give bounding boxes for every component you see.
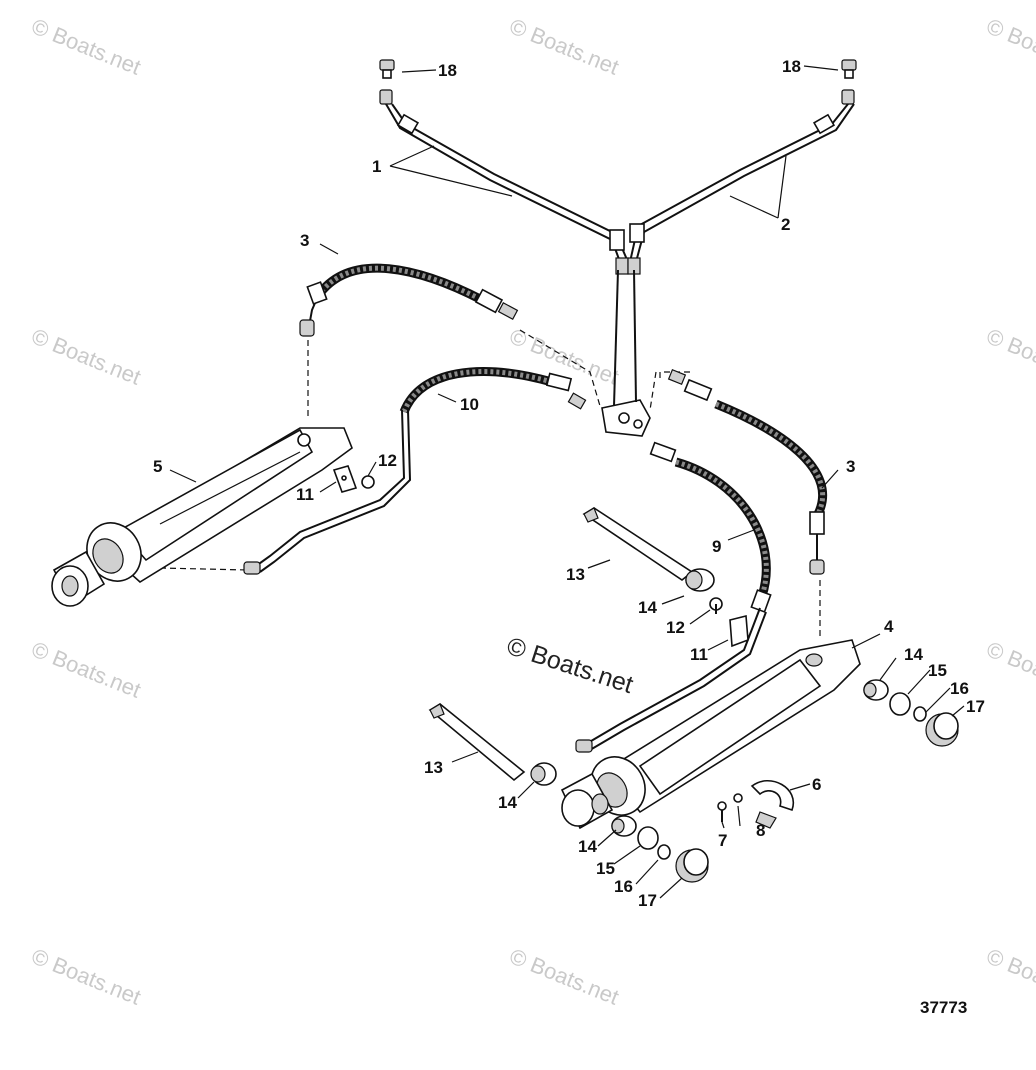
watermark-text: © Boats.net bbox=[506, 13, 622, 79]
leader-lines bbox=[169, 65, 965, 899]
connection-lines bbox=[159, 329, 821, 640]
tie-bar-upper bbox=[582, 507, 694, 581]
tie-bar-lower bbox=[428, 703, 526, 782]
callout-14: 14 bbox=[578, 837, 597, 856]
callout-14: 14 bbox=[904, 645, 923, 664]
watermark-text: © Boats.net bbox=[28, 636, 144, 702]
callout-11: 11 bbox=[690, 645, 708, 664]
watermark-text: © Boats.net bbox=[28, 13, 144, 79]
rigid-tube-left bbox=[385, 103, 629, 275]
bushing-lower bbox=[530, 762, 557, 786]
bracket-left bbox=[332, 465, 358, 493]
callout-14: 14 bbox=[638, 598, 657, 617]
washer-8 bbox=[733, 793, 743, 803]
hose-left-upper bbox=[299, 263, 519, 337]
callout-16: 16 bbox=[950, 679, 969, 698]
callout-3: 3 bbox=[300, 231, 309, 250]
callout-12: 12 bbox=[666, 618, 685, 637]
screw-right bbox=[709, 597, 723, 614]
watermark-text: © Boats.net bbox=[28, 943, 144, 1009]
callout-11: 11 bbox=[296, 485, 314, 504]
callout-12: 12 bbox=[378, 451, 397, 470]
steering-cylinder-left bbox=[51, 427, 353, 607]
callout-2: 2 bbox=[781, 215, 790, 234]
end-hardware-lower bbox=[611, 815, 709, 883]
retaining-clip bbox=[750, 780, 795, 829]
manifold-block bbox=[601, 269, 651, 437]
callout-15: 15 bbox=[928, 661, 947, 680]
callout-13: 13 bbox=[566, 565, 585, 584]
watermark-text: © Boats.net bbox=[983, 323, 1036, 389]
callout-3: 3 bbox=[846, 457, 855, 476]
callout-10: 10 bbox=[460, 395, 479, 414]
watermark-text: © Boats.net bbox=[983, 636, 1036, 702]
callout-17: 17 bbox=[638, 891, 657, 910]
watermark-text: © Boats.net bbox=[506, 943, 622, 1009]
rigid-tube-right bbox=[627, 103, 855, 275]
callout-15: 15 bbox=[596, 859, 615, 878]
bleed-screw-left bbox=[379, 59, 395, 105]
callout-16: 16 bbox=[614, 877, 633, 896]
bracket-right bbox=[729, 614, 749, 648]
callout-9: 9 bbox=[712, 537, 721, 556]
callout-1: 1 bbox=[372, 157, 381, 176]
callout-7: 7 bbox=[718, 831, 727, 850]
watermark-text: © Boats.net bbox=[28, 323, 144, 389]
bushing-upper bbox=[685, 568, 715, 592]
hose-right bbox=[667, 368, 828, 575]
callout-17: 17 bbox=[966, 697, 985, 716]
watermark-text: © Boats.net bbox=[983, 943, 1036, 1009]
callout-5: 5 bbox=[153, 457, 162, 476]
hose-10 bbox=[243, 367, 587, 575]
callout-6: 6 bbox=[812, 775, 821, 794]
end-hardware-right bbox=[863, 679, 959, 747]
callout-4: 4 bbox=[884, 617, 894, 636]
screw-7 bbox=[717, 801, 727, 822]
bleed-screw-right bbox=[841, 59, 857, 105]
callout-18: 18 bbox=[438, 61, 457, 80]
callout-14: 14 bbox=[498, 793, 517, 812]
watermark-text: © Boats.net bbox=[983, 13, 1036, 79]
drawing-number: 37773 bbox=[920, 998, 968, 1017]
callout-13: 13 bbox=[424, 758, 443, 777]
callout-18: 18 bbox=[782, 57, 801, 76]
callout-labels: 18 18 1 2 3 5 10 11 12 13 14 12 9 3 11 4… bbox=[153, 57, 985, 910]
screw-left bbox=[361, 475, 375, 489]
steering-cylinder-right bbox=[560, 639, 861, 830]
hose-9 bbox=[575, 441, 772, 753]
callout-8: 8 bbox=[756, 821, 765, 840]
